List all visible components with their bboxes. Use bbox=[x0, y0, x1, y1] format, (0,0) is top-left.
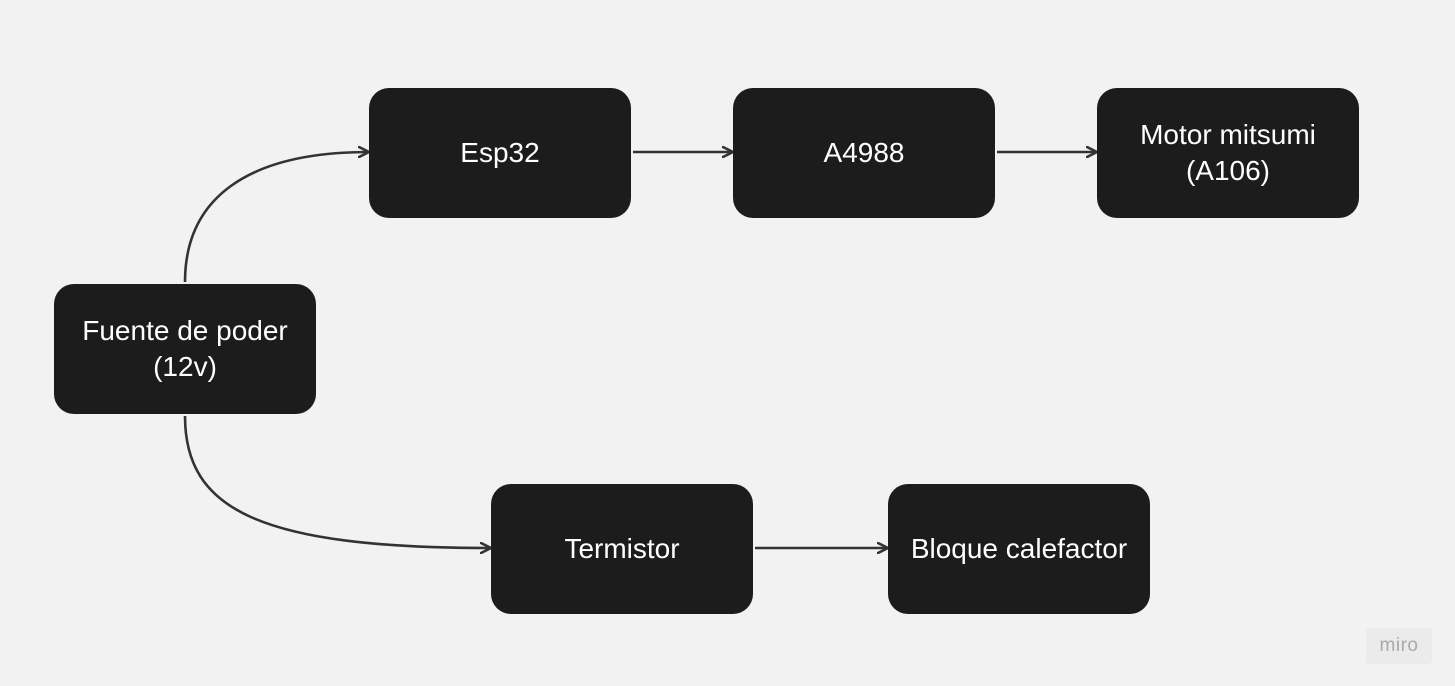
miro-watermark-logo: miro bbox=[1366, 628, 1432, 664]
node-motor-mitsumi[interactable]: Motor mitsumi (A106) bbox=[1097, 88, 1359, 218]
connector-fuente-to-esp32[interactable] bbox=[183, 152, 369, 283]
connector-fuente-to-termistor[interactable] bbox=[183, 415, 491, 548]
node-bloque-calefactor[interactable]: Bloque calefactor bbox=[888, 484, 1150, 614]
node-termistor[interactable]: Termistor bbox=[491, 484, 753, 614]
node-fuente-de-poder[interactable]: Fuente de poder (12v) bbox=[54, 284, 316, 414]
node-a4988[interactable]: A4988 bbox=[733, 88, 995, 218]
node-esp32[interactable]: Esp32 bbox=[369, 88, 631, 218]
